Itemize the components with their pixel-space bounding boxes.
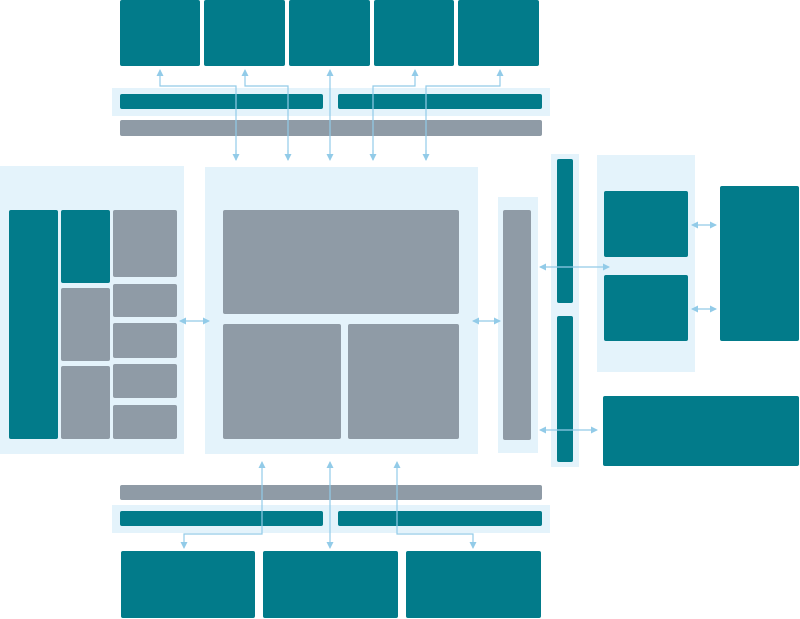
left-gray-box-5 xyxy=(113,323,177,358)
left-gray-box-7 xyxy=(113,405,177,439)
vertical-bus-lower xyxy=(557,316,573,462)
center-right-bar xyxy=(503,210,531,440)
bottom-box-2 xyxy=(263,551,398,618)
bottom-box-1 xyxy=(121,551,255,618)
connector-bottom-1 xyxy=(180,461,266,549)
center-top-box xyxy=(223,210,459,314)
left-gray-box-6 xyxy=(113,364,177,398)
connector-top-1 xyxy=(156,69,237,160)
far-right-wide-box xyxy=(603,396,799,466)
connector-top-2 xyxy=(241,69,289,160)
center-bottom-left-box xyxy=(223,324,341,439)
bottom-bar-right xyxy=(338,511,542,526)
left-gray-box-4 xyxy=(113,284,177,317)
top-bar-left xyxy=(120,94,323,109)
top-box-2 xyxy=(204,0,285,66)
left-gray-box-3 xyxy=(113,210,177,277)
top-row xyxy=(120,0,539,66)
top-bar-right xyxy=(338,94,542,109)
far-right-tall-box xyxy=(720,186,799,341)
center-module xyxy=(223,210,459,439)
top-box-5 xyxy=(458,0,539,66)
top-box-1 xyxy=(120,0,200,66)
right-group-box-2 xyxy=(604,275,688,341)
center-bottom-right-box xyxy=(348,324,459,439)
left-gray-box-2 xyxy=(61,366,110,439)
left-small-teal-box xyxy=(61,210,110,283)
vertical-bus-upper xyxy=(557,159,573,303)
connector-bottom-3 xyxy=(393,461,477,549)
left-tall-box xyxy=(9,210,58,439)
left-module xyxy=(9,210,177,439)
right-side xyxy=(503,159,799,466)
top-box-4 xyxy=(374,0,454,66)
bottom-gray-bar xyxy=(120,485,542,500)
bottom-row xyxy=(121,551,541,618)
bottom-bar-left xyxy=(120,511,323,526)
bottom-box-3 xyxy=(406,551,541,618)
connectors xyxy=(156,69,717,549)
right-group-box-1 xyxy=(604,191,688,257)
connector-top-5 xyxy=(425,69,504,160)
connector-top-4 xyxy=(372,69,419,160)
left-gray-box-1 xyxy=(61,288,110,361)
top-gray-bar xyxy=(120,120,542,136)
top-box-3 xyxy=(289,0,370,66)
